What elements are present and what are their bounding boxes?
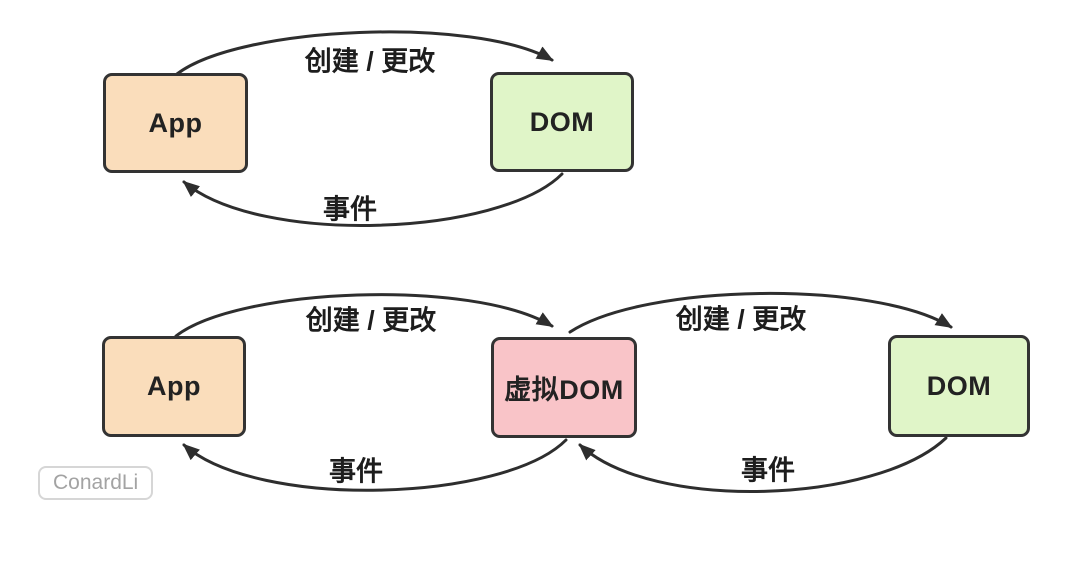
top-edge-label-create-update: 创建 / 更改 bbox=[304, 46, 436, 77]
arrow-top-dom-to-app bbox=[182, 172, 564, 227]
bottom-edge-label-event-right: 事件 bbox=[741, 455, 795, 486]
bottom-node-virtual-dom: 虚拟DOM bbox=[491, 337, 637, 438]
arrow-bottom-vdom-to-dom bbox=[568, 291, 953, 334]
arrow-bottom-vdom-to-app bbox=[182, 438, 568, 492]
bottom-node-app: App bbox=[102, 336, 246, 437]
bottom-node-dom: DOM bbox=[888, 335, 1030, 437]
arrow-bottom-dom-to-vdom bbox=[578, 436, 948, 494]
arrow-bottom-app-to-vdom bbox=[174, 293, 554, 338]
top-node-app: App bbox=[103, 73, 248, 173]
watermark-badge: ConardLi bbox=[38, 466, 154, 500]
bottom-edge-label-event-left: 事件 bbox=[329, 456, 383, 487]
bottom-edge-label-create-update-right: 创建 / 更改 bbox=[675, 304, 807, 335]
top-edge-label-event: 事件 bbox=[323, 194, 377, 225]
top-node-dom: DOM bbox=[490, 72, 634, 172]
arrow-top-app-to-dom bbox=[175, 30, 554, 76]
watermark-label: ConardLi bbox=[53, 471, 139, 494]
bottom-edge-label-create-update-left: 创建 / 更改 bbox=[305, 305, 437, 336]
